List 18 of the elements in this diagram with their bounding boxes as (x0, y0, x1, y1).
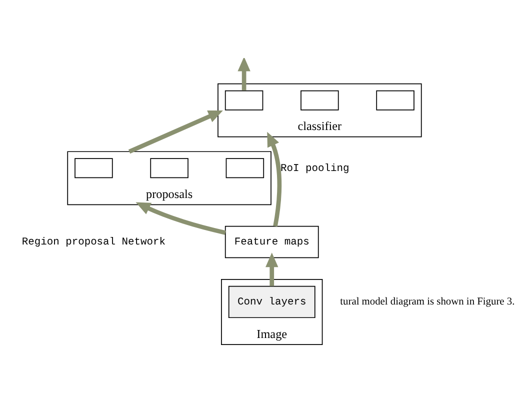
arrow (267, 131, 282, 226)
node-box (226, 158, 264, 178)
node-box (74, 158, 113, 178)
node-box: Feature maps (224, 225, 319, 258)
arrow (136, 202, 226, 234)
cluster: proposals (67, 150, 272, 205)
cluster: classifier (218, 82, 422, 137)
node-box: Conv layers (228, 285, 316, 318)
arrow (266, 252, 278, 286)
node-box (150, 158, 188, 178)
arrow (128, 110, 223, 154)
node-box (224, 90, 264, 110)
edge-label: RoI pooling (280, 162, 350, 174)
label: tural model diagram is shown in Figure 3. (340, 296, 515, 308)
node-box (300, 90, 339, 110)
arrow (238, 58, 250, 90)
node-label: Region proposal Network (22, 236, 166, 248)
node-box (376, 90, 414, 110)
